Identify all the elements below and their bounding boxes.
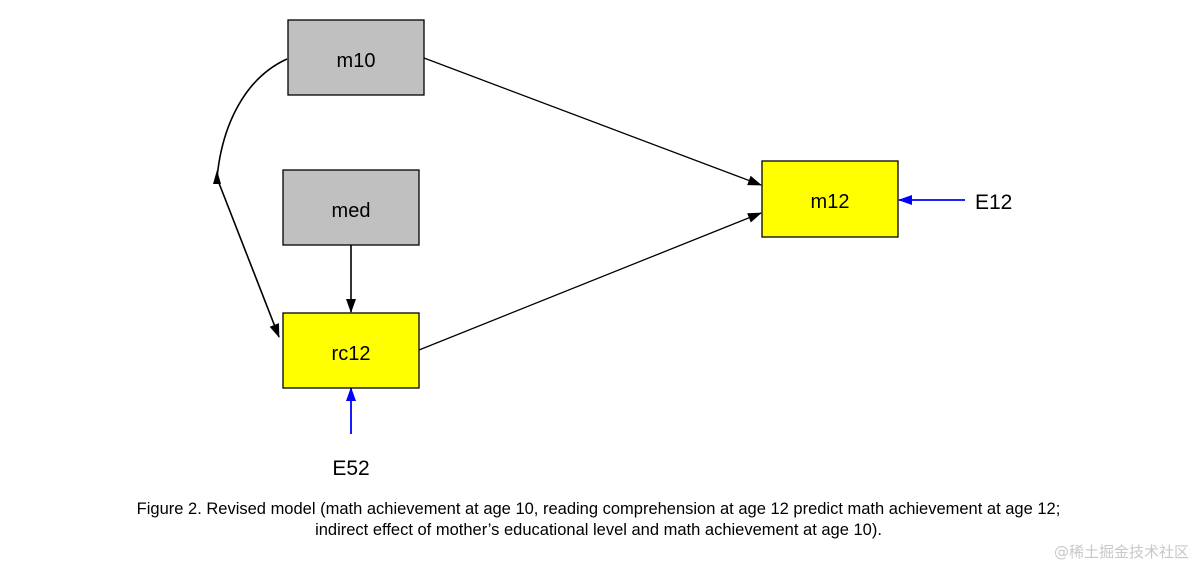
figure-caption: Figure 2. Revised model (math achievemen… (0, 499, 1197, 541)
covariance-m10-rc12 (216, 58, 288, 338)
path-rc12-to-m12 (418, 212, 762, 351)
node-m10-label: m10 (337, 50, 376, 72)
node-rc12-label: rc12 (332, 343, 371, 365)
path-m10-to-m12 (423, 57, 762, 186)
caption-line-2: indirect effect of mother’s educational … (315, 521, 882, 539)
watermark: @稀土掘金技术社区 (1053, 543, 1189, 561)
node-m12: m12 (761, 160, 899, 238)
node-m10: m10 (287, 19, 425, 96)
node-m12-label: m12 (811, 191, 850, 213)
error-label-e12: E12 (975, 191, 1012, 214)
covariance-arrowhead-top (213, 170, 221, 184)
node-rc12: rc12 (282, 312, 420, 389)
error-label-e52: E52 (332, 457, 369, 480)
caption-line-1: Figure 2. Revised model (math achievemen… (136, 500, 1061, 518)
node-med: med (282, 169, 420, 246)
node-med-label: med (332, 200, 371, 222)
path-diagram: m10 med rc12 m12 E12 E52 (213, 19, 1012, 480)
